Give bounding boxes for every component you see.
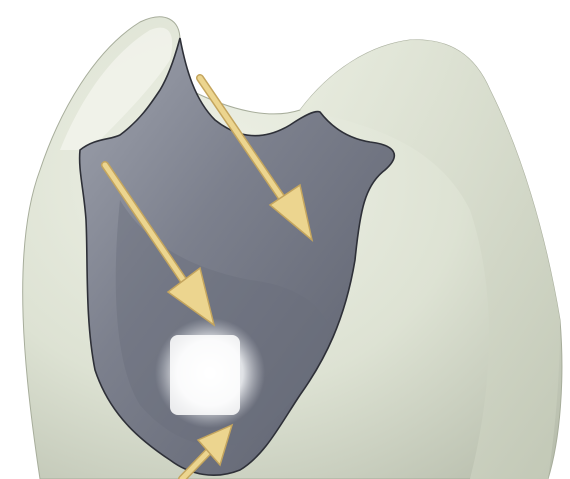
cavity-highlight-core [170, 335, 240, 415]
